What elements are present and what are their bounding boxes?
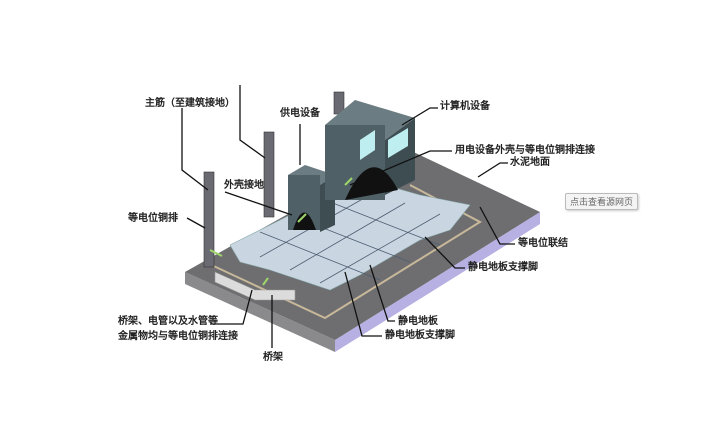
label-metal-line1: 桥架、电管以及水管等 — [118, 316, 218, 327]
leader-lines — [181, 85, 515, 348]
rebar-column — [263, 131, 275, 218]
label-housing-ground: 外壳接地 — [224, 180, 264, 191]
rebar-column — [203, 171, 215, 268]
ground-wires — [209, 177, 353, 286]
label-power-equipment: 供电设备 — [280, 108, 320, 119]
label-floor-support-bottom: 静电地板支撑脚 — [385, 330, 455, 341]
computer-cabinet — [325, 100, 415, 200]
cable-tray — [214, 271, 296, 301]
label-cement-floor: 水泥地面 — [510, 157, 550, 168]
label-equipotential-copper-bar: 等电位铜排 — [128, 213, 178, 224]
power-cabinet — [288, 165, 335, 232]
label-metal-line2: 金属物均与等电位铜排连接 — [118, 331, 238, 342]
label-cable-tray: 桥架 — [263, 352, 283, 363]
label-housing-connection: 用电设备外壳与等电位铜排连接 — [455, 145, 595, 156]
slab-side-front — [185, 272, 335, 352]
label-antistatic-floor: 静电地板 — [398, 316, 438, 327]
view-source-button[interactable]: 点击查看源网页 — [565, 193, 639, 210]
cabinet-window — [388, 128, 408, 158]
label-computer-equipment: 计算机设备 — [440, 101, 490, 112]
label-floor-support-right: 静电地板支撑脚 — [468, 262, 538, 273]
cabinet-window — [360, 130, 375, 160]
label-equipotential-bonding: 等电位联结 — [518, 238, 568, 249]
label-main-rebar: 主筋（至建筑接地） — [145, 98, 235, 109]
